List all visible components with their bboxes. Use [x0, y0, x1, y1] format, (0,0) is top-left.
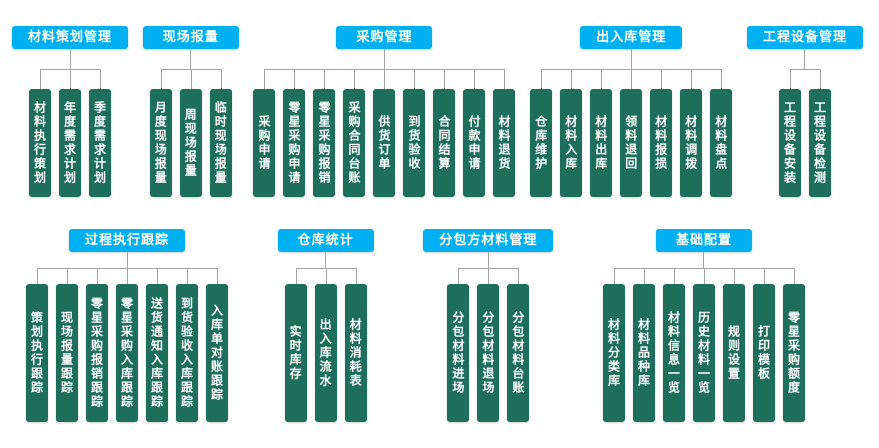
diagram-node: 零星采购额度 — [782, 268, 805, 422]
diagram-node: 年度需求计划 — [59, 69, 81, 197]
group-header: 仓库统计 — [277, 229, 374, 252]
diagram-node: 到货验收入库跟踪 — [176, 268, 198, 422]
group-children: 实时库存 出入库流水 材料消耗表 — [284, 268, 367, 422]
group-header: 出入库管理 — [580, 26, 683, 49]
diagram-node: 零星采购入库跟踪 — [116, 268, 138, 422]
diagram-node: 规则设置 — [722, 268, 745, 422]
diagram-node: 材料退货 — [493, 69, 516, 197]
diagram-node: 到货验收 — [403, 69, 426, 197]
group-children: 月度现场报量 周现场报量 临时现场报量 — [149, 69, 232, 197]
diagram-node: 仓库维护 — [530, 69, 553, 197]
group-header: 过程执行跟踪 — [68, 229, 185, 252]
group-children: 仓库维护 材料入库 材料出库 领料退回 材料报损 材料调拨 材料盘点 — [530, 69, 733, 197]
diagram-node: 打印模板 — [752, 268, 775, 422]
group-children: 材料执行策划 年度需求计划 季度需求计划 — [29, 69, 111, 197]
diagram-node: 分包材料退场 — [477, 268, 500, 422]
diagram-node: 分包材料台账 — [507, 268, 530, 422]
group-children: 材料分类库 材料品种库 材料信息一览 历史材料一览 规则设置 打印模板 零星采购… — [602, 268, 805, 422]
diagram-node: 零星采购报销跟踪 — [86, 268, 108, 422]
connector-stem — [190, 49, 192, 69]
group-header: 分包方材料管理 — [423, 229, 554, 252]
diagram-node: 领料退回 — [620, 69, 643, 197]
connector-stem — [487, 252, 489, 268]
connector-stem — [69, 49, 71, 69]
group-header: 材料策划管理 — [12, 26, 129, 49]
group-equipment: 工程设备管理 工程设备安装 工程设备检测 — [746, 26, 863, 197]
group-material-planning: 材料策划管理 材料执行策划 年度需求计划 季度需求计划 — [12, 26, 129, 197]
diagram-node: 材料执行策划 — [29, 69, 51, 197]
diagram-node: 实时库存 — [284, 268, 307, 422]
diagram-row-top: 材料策划管理 材料执行策划 年度需求计划 季度需求计划 现场报量 月度现场报量 … — [0, 0, 879, 197]
connector-stem — [804, 49, 806, 69]
connector-stem — [630, 49, 632, 69]
group-warehouse-inout: 出入库管理 仓库维护 材料入库 材料出库 领料退回 材料报损 材料调拨 材料盘点 — [530, 26, 733, 197]
diagram-row-bottom: 过程执行跟踪 策划执行跟踪 现场报量跟踪 零星采购报销跟踪 零星采购入库跟踪 送… — [0, 229, 879, 422]
diagram-node: 材料信息一览 — [662, 268, 685, 422]
group-process-tracking: 过程执行跟踪 策划执行跟踪 现场报量跟踪 零星采购报销跟踪 零星采购入库跟踪 送… — [26, 229, 228, 422]
connector-stem — [126, 252, 128, 268]
group-header: 采购管理 — [336, 26, 433, 49]
diagram-node: 分包材料进场 — [447, 268, 470, 422]
group-warehouse-stats: 仓库统计 实时库存 出入库流水 材料消耗表 — [277, 229, 374, 422]
diagram-node: 周现场报量 — [179, 69, 202, 197]
connector-stem — [383, 49, 385, 69]
group-subcontractor-material: 分包方材料管理 分包材料进场 分包材料退场 分包材料台账 — [423, 229, 554, 422]
connector-stem — [703, 252, 705, 268]
diagram-node: 季度需求计划 — [89, 69, 111, 197]
diagram-node: 材料报损 — [650, 69, 673, 197]
group-children: 采购申请 零星采购申请 零星采购报销 采购合同台账 供货订单 到货验收 合同结算… — [253, 69, 516, 197]
diagram-node: 材料入库 — [560, 69, 583, 197]
group-site-reporting: 现场报量 月度现场报量 周现场报量 临时现场报量 — [142, 26, 239, 197]
group-children: 分包材料进场 分包材料退场 分包材料台账 — [447, 268, 530, 422]
connector-stem — [325, 252, 327, 268]
diagram-node: 零星采购报销 — [313, 69, 336, 197]
diagram-node: 送货通知入库跟踪 — [146, 268, 168, 422]
diagram-node: 材料分类库 — [602, 268, 625, 422]
diagram-node: 历史材料一览 — [692, 268, 715, 422]
diagram-node: 采购合同台账 — [343, 69, 366, 197]
group-procurement: 采购管理 采购申请 零星采购申请 零星采购报销 采购合同台账 供货订单 到货验收… — [253, 26, 516, 197]
group-children: 工程设备安装 工程设备检测 — [778, 69, 831, 197]
diagram-node: 月度现场报量 — [149, 69, 172, 197]
diagram-node: 付款申请 — [463, 69, 486, 197]
diagram-node: 供货订单 — [373, 69, 396, 197]
diagram-node: 合同结算 — [433, 69, 456, 197]
diagram-node: 材料品种库 — [632, 268, 655, 422]
diagram-node: 工程设备检测 — [808, 69, 831, 197]
diagram-node: 临时现场报量 — [209, 69, 232, 197]
group-header: 基础配置 — [655, 229, 752, 252]
diagram-node: 采购申请 — [253, 69, 276, 197]
group-children: 策划执行跟踪 现场报量跟踪 零星采购报销跟踪 零星采购入库跟踪 送货通知入库跟踪… — [26, 268, 228, 422]
diagram-node: 现场报量跟踪 — [56, 268, 78, 422]
diagram-node: 材料消耗表 — [344, 268, 367, 422]
group-basic-config: 基础配置 材料分类库 材料品种库 材料信息一览 历史材料一览 规则设置 打印模板… — [602, 229, 805, 422]
group-header: 工程设备管理 — [746, 26, 863, 49]
group-header: 现场报量 — [142, 26, 239, 49]
diagram-node: 材料调拨 — [680, 69, 703, 197]
diagram-node: 出入库流水 — [314, 268, 337, 422]
diagram-node: 材料盘点 — [710, 69, 733, 197]
diagram-node: 入库单对账跟踪 — [206, 268, 228, 422]
diagram-node: 策划执行跟踪 — [26, 268, 48, 422]
diagram-node: 零星采购申请 — [283, 69, 306, 197]
diagram-node: 工程设备安装 — [778, 69, 801, 197]
diagram-node: 材料出库 — [590, 69, 613, 197]
